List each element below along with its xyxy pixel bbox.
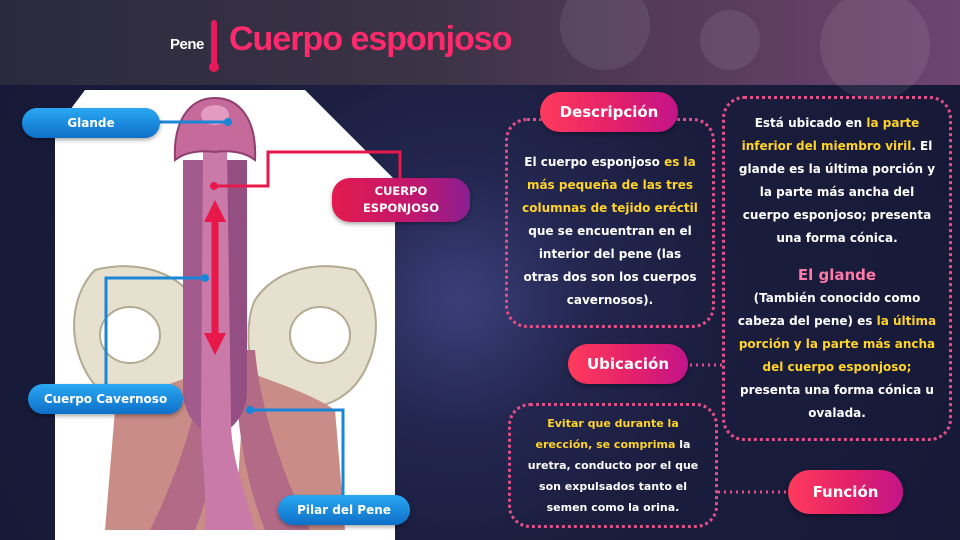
ubicacion-text-part: . El glande es la última porción y la pa… — [738, 139, 936, 245]
label-pilar-del-pene-text: Pilar del Pene — [297, 503, 391, 517]
descripcion-box: El cuerpo esponjoso es la más pequeña de… — [505, 118, 715, 328]
label-cuerpo-esponjoso-line2: ESPONJOSO — [362, 201, 440, 215]
funcion-highlight: Evitar que durante la erección, se compr… — [535, 417, 679, 451]
glande-subheading: El glande — [797, 266, 877, 284]
label-glande: Glande — [22, 108, 160, 138]
page-title: Cuerpo esponjoso — [229, 20, 512, 58]
ubicacion-text: Está ubicado en la parte inferior del mi… — [735, 112, 939, 425]
descripcion-heading-text: Descripción — [559, 103, 659, 121]
funcion-heading-text: Función — [812, 483, 879, 501]
glande-highlight: la última porción y la parte más ancha d… — [738, 314, 937, 374]
glande-paragraph: (También conocido como cabeza del pene) … — [735, 287, 939, 425]
header-band — [0, 0, 960, 100]
label-cuerpo-esponjoso: CUERPO ESPONJOSO — [332, 178, 470, 222]
label-glande-text: Glande — [67, 116, 115, 130]
title-divider — [211, 20, 217, 66]
funcion-box: Evitar que durante la erección, se compr… — [508, 403, 718, 528]
label-pilar-del-pene: Pilar del Pene — [278, 495, 410, 525]
bokeh-decoration — [700, 10, 760, 70]
descripcion-highlight: es la más pequeña de las tres columnas d… — [522, 154, 698, 215]
obturator-right — [289, 306, 351, 364]
title-divider-dot — [209, 62, 219, 72]
ubicacion-heading: Ubicación — [568, 344, 688, 384]
bokeh-decoration — [820, 0, 930, 100]
glans — [173, 96, 257, 163]
glande-text-part: (También conocido como cabeza del pene) … — [737, 291, 921, 328]
label-cuerpo-cavernoso-text: Cuerpo Cavernoso — [43, 392, 168, 406]
glans-highlight — [201, 105, 229, 125]
obturator-left — [99, 306, 161, 364]
page-subtitle: Pene — [170, 36, 204, 53]
descripcion-text: El cuerpo esponjoso es la más pequeña de… — [520, 151, 700, 312]
funcion-text: Evitar que durante la erección, se compr… — [519, 413, 707, 518]
double-arrow-head-down — [204, 333, 226, 355]
funcion-heading: Función — [788, 470, 903, 514]
double-arrow-head-up — [204, 200, 226, 222]
ubicacion-heading-text: Ubicación — [586, 355, 670, 373]
descripcion-heading: Descripción — [540, 92, 678, 132]
ubicacion-box: Está ubicado en la parte inferior del mi… — [722, 96, 952, 441]
anatomy-illustration — [55, 90, 395, 540]
ubicacion-text-part: Está ubicado en — [754, 116, 867, 130]
funcion-text-part: la uretra, conducto por el que son expul… — [527, 438, 699, 514]
descripcion-text-part: que se encuentran en el interior del pen… — [523, 223, 697, 307]
glande-text-part: presenta una forma cónica u ovalada. — [740, 383, 934, 420]
bokeh-decoration — [560, 0, 650, 70]
ubicacion-paragraph: Está ubicado en la parte inferior del mi… — [735, 112, 939, 250]
label-cuerpo-cavernoso: Cuerpo Cavernoso — [28, 384, 183, 414]
descripcion-text-part: El cuerpo esponjoso — [524, 154, 665, 169]
crus-right — [235, 350, 310, 530]
ubicacion-highlight: la parte inferior del miembro viril — [741, 116, 920, 153]
label-cuerpo-esponjoso-line1: CUERPO — [374, 184, 428, 198]
